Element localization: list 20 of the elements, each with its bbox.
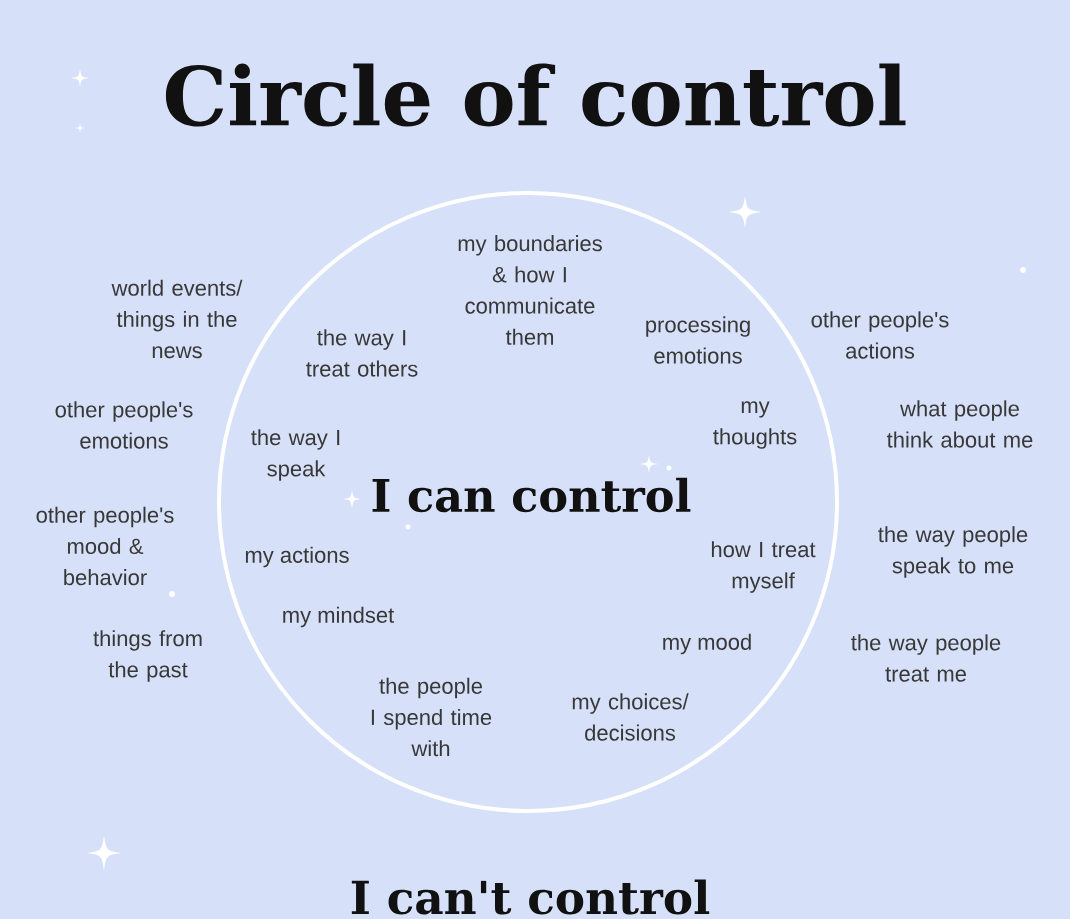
item-label: the way I speak — [251, 429, 340, 481]
title: Circle of control — [165, 63, 906, 127]
item-label: my mindset — [283, 606, 395, 628]
item-label: my boundaries & how I communicate them — [458, 235, 602, 345]
heading: I can control — [372, 477, 691, 513]
item-label: other people's actions — [811, 311, 949, 359]
item-label: the way people speak to me — [878, 526, 1028, 578]
item-label: my thoughts — [713, 401, 797, 449]
item-label: other people's emotions — [55, 401, 193, 449]
item-label: my choices/ decisions — [572, 693, 689, 741]
item-label: processing emotions — [646, 316, 750, 364]
item-label: the people I spend time with — [371, 677, 492, 757]
item-label: what people think about me — [886, 400, 1033, 448]
item-label: my actions — [245, 546, 349, 568]
item-label: world events/ things in the news — [111, 279, 243, 359]
item-label: my mood — [663, 633, 751, 655]
item-label: how I treat myself — [711, 541, 816, 593]
heading: I can't control — [351, 879, 710, 915]
item-label: other people's mood & behavior — [36, 506, 174, 586]
item-label: the way I treat others — [306, 329, 418, 377]
